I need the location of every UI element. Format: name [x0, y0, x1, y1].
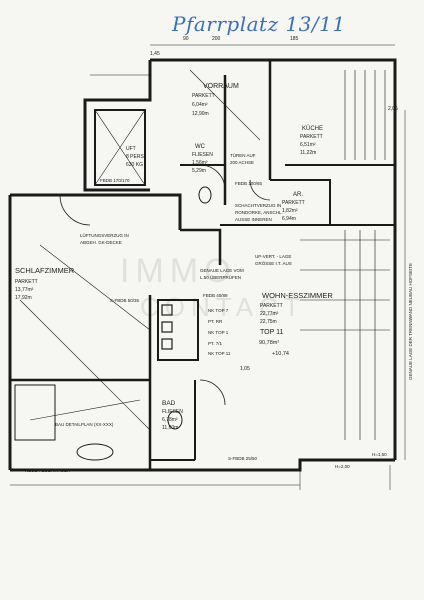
dimension-200: 200 — [212, 36, 221, 42]
dimension-90: 90 — [183, 36, 189, 42]
lift-persons: 8 PERS — [126, 154, 144, 160]
height-note-2: H=1,50 — [372, 452, 387, 457]
room-schlafzimmer-area2: 17,92m — [15, 295, 32, 301]
room-bad-name: BAD — [162, 400, 176, 407]
note-genaue-1: GENAUE LAGE VOM — [200, 268, 244, 273]
note-side-vertical: GENAUE LAGE DER TRENNWAND NEUBAU HOFSEIT… — [408, 263, 413, 380]
nk-top-11: NK TOP 11 — [208, 351, 231, 356]
room-wc-area1: 1,56m² — [192, 160, 208, 166]
watermark-line1: IMMO — [120, 252, 237, 290]
room-ar-area2: 6,94m — [282, 216, 296, 222]
note-detailplan: BAU DETAILPLAN (XX-XXX) — [55, 422, 114, 427]
dimension-185: 185 — [290, 36, 299, 42]
note-genaue-2: L.50 ÜBERPRÜFEN — [200, 274, 241, 280]
note-achse: 200 ACHSE — [230, 160, 254, 165]
room-vorraum-area1: 6,04m² — [192, 102, 208, 108]
room-kueche-name: KÜCHE — [302, 125, 323, 132]
room-wc-name: WC — [195, 144, 206, 150]
room-vorraum-floor: PARKETT — [192, 93, 215, 99]
height-note-1: H=2,00 — [335, 464, 350, 469]
room-ar-area1: 1,82m² — [282, 208, 298, 214]
nk-top-1: NK TOP 1 — [208, 330, 229, 335]
room-bad-floor: FLIESEN — [162, 409, 183, 415]
note-up-2: GRÖSSE I.T. AUS — [255, 260, 292, 266]
room-kueche-floor: PARKETT — [300, 134, 323, 140]
room-wohn-name: WOHN-ESSZIMMER — [262, 291, 333, 300]
lift-label: UFT — [126, 146, 136, 152]
apartment-top-level: +10,74 — [272, 351, 289, 357]
note-tueren: TÜREN AUF — [230, 152, 256, 158]
room-wohn-floor: PARKETT — [260, 303, 283, 309]
room-wc-area2: 5,29m — [192, 168, 206, 174]
note-lueftung-1: LÜFTUNGSVERZUG IN — [80, 232, 129, 238]
note-lueftung-2: ABGEH. GK-DECKE — [80, 240, 122, 245]
room-wohn-area1: 22,77m² — [260, 311, 279, 317]
fbdb-label-3: FBDB 40/89 — [203, 293, 228, 298]
room-kueche-area2: 11,22m — [300, 150, 316, 156]
room-kueche-area1: 6,51m² — [300, 142, 316, 148]
note-schacht-1: SCHACHTVERZUG IN — [235, 203, 281, 208]
note-neue-feuermauer: NEUE FEUERMAUER — [25, 468, 71, 473]
dimension-145: 1,45 — [150, 51, 160, 57]
note-schacht-2: RONDORKE, ANSCHL. — [235, 210, 283, 215]
room-schlafzimmer-area1: 13,77m² — [15, 287, 34, 293]
room-wc-floor: FLIESEN — [192, 152, 213, 158]
room-bad-area1: 6,78m² — [162, 417, 178, 423]
dimension-105: 1,05 — [240, 366, 250, 372]
fbdb-label-4: S-FBDB 50/35 — [110, 298, 140, 303]
nk-top-7: NK TOP 7 — [208, 308, 229, 313]
room-schlafzimmer-floor: PARKETT — [15, 279, 38, 285]
fbdb-label-2: FBDB 100/65 — [235, 181, 263, 186]
room-schlafzimmer-name: SCHLAFZIMMER — [15, 266, 75, 275]
handwritten-title: Pfarrplatz 13/11 — [172, 12, 346, 36]
room-wohn-area2: 22,75m — [260, 319, 277, 325]
apartment-top-area: 90,78m² — [259, 340, 279, 346]
watermark-line2: CONTACT — [140, 292, 306, 322]
fbdb-label-5: S-FBDB 25/50 — [228, 456, 258, 461]
room-vorraum-area2: 12,90m — [192, 111, 209, 117]
dimension-205: 2,05 — [388, 106, 398, 112]
note-schacht-3: AUSSE INNEREN — [235, 217, 272, 222]
room-vorraum-name: VORRAUM — [203, 83, 239, 90]
room-ar-floor: PARKETT — [282, 200, 305, 206]
apartment-top-name: TOP 11 — [260, 329, 283, 336]
pt-71: PT. 7/1 — [208, 341, 223, 346]
room-bad-area2: 11,60m — [162, 425, 178, 431]
fbdb-label-1: FBDB 170/170 — [100, 178, 130, 183]
note-up-1: UP-VERT. - LAGE — [255, 254, 291, 259]
pt-rr: PT. RR — [208, 319, 223, 324]
room-ar-name: AR. — [293, 192, 303, 198]
lift-load: 630 KG — [126, 162, 143, 168]
